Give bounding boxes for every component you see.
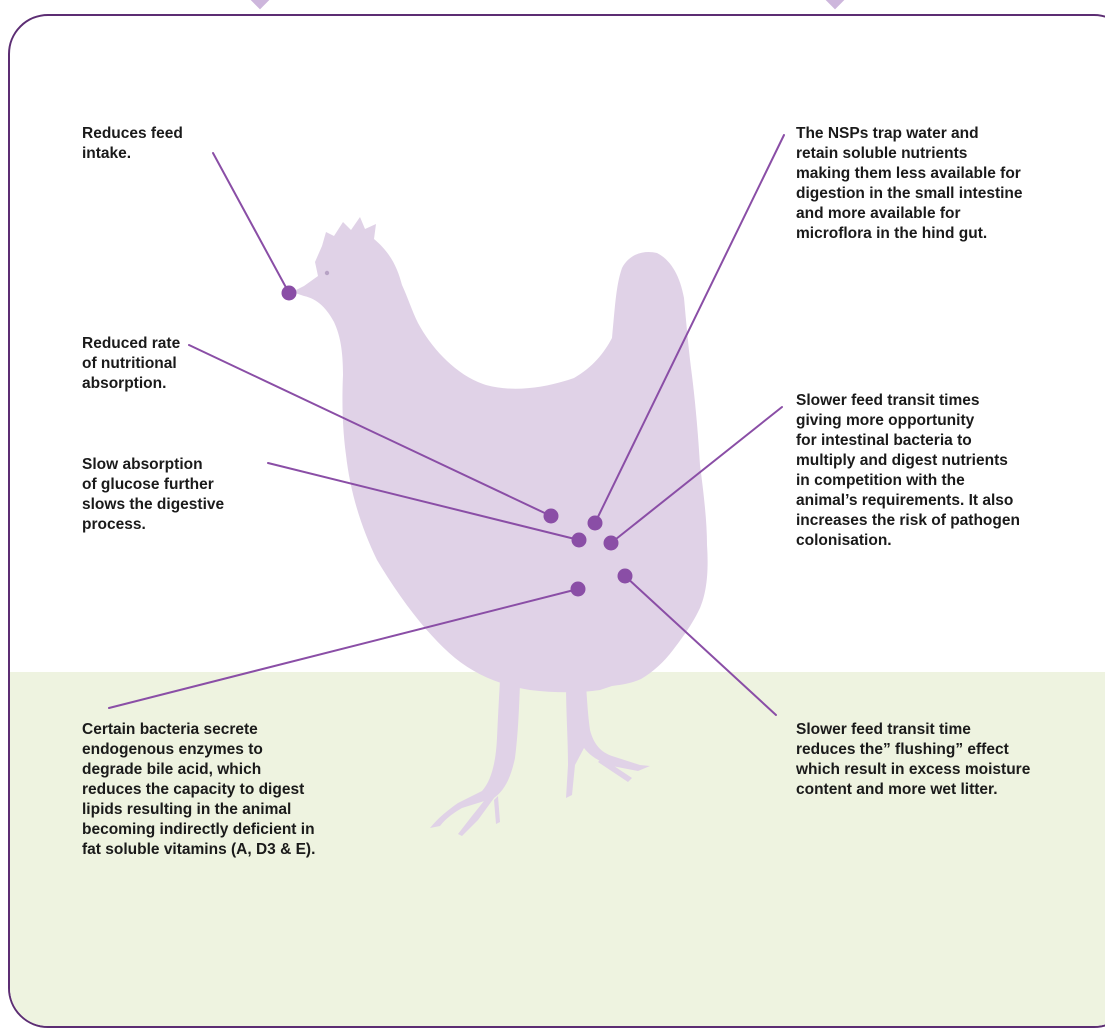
hen-body <box>304 217 708 692</box>
callout-feed-intake: Reduces feed intake. <box>82 124 183 164</box>
callout-nsp-water: The NSPs trap water and retain soluble n… <box>796 124 1023 244</box>
dot-glucose <box>572 533 587 548</box>
dot-absorption-rate <box>544 509 559 524</box>
hen-eye <box>325 271 329 275</box>
dot-transit-bacteria <box>604 536 619 551</box>
dot-nsp-water <box>588 516 603 531</box>
hen-leg-right <box>566 684 650 798</box>
dot-bile-acid <box>571 582 586 597</box>
callout-flushing: Slower feed transit time reduces the” fl… <box>796 720 1030 800</box>
callout-transit-bacteria: Slower feed transit times giving more op… <box>796 391 1020 551</box>
hen-silhouette <box>304 217 708 836</box>
dot-flushing <box>618 569 633 584</box>
callout-glucose: Slow absorption of glucose further slows… <box>82 455 224 535</box>
callout-bile-acid: Certain bacteria secrete endogenous enzy… <box>82 720 315 860</box>
dot-feed-intake <box>282 286 297 301</box>
line-feed-intake <box>213 153 289 293</box>
hen-leg-left <box>430 680 520 828</box>
callout-absorption-rate: Reduced rate of nutritional absorption. <box>82 334 180 394</box>
